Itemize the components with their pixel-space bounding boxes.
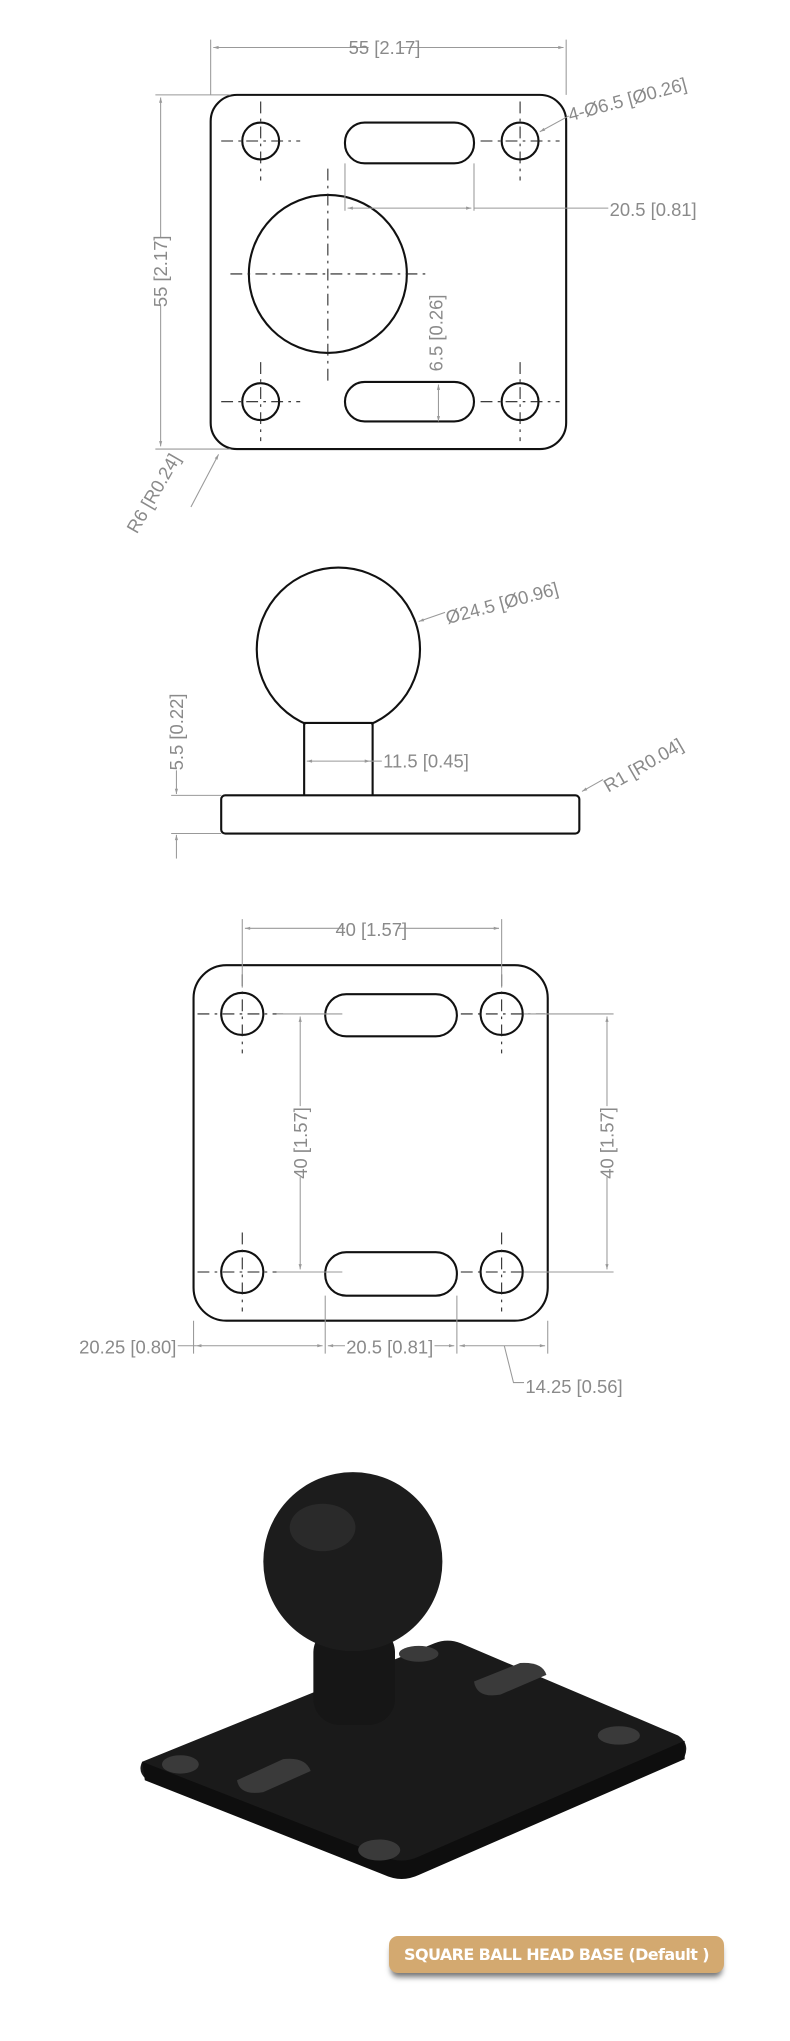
edge-to-slot-dimension: 20.25 [0.80] — [79, 1337, 176, 1358]
center-lines — [221, 101, 560, 442]
dimension-lines — [155, 39, 609, 508]
photo-holes — [161, 1645, 640, 1861]
mount-holes — [220, 991, 524, 1295]
product-photo — [140, 1472, 687, 1879]
hole-spacing-x-dimension: 40 [1.57] — [335, 919, 407, 940]
plate-outline — [192, 964, 549, 1322]
width-dimension: 55 [2.17] — [349, 37, 421, 58]
ball-dimension: Ø24.5 [Ø0.96] — [443, 578, 560, 628]
dimension-lines — [171, 611, 604, 859]
hole-spacing-y-left-dimension: 40 [1.57] — [290, 1107, 311, 1179]
height-dimension: 55 [2.17] — [150, 235, 171, 307]
neck-dimension: 11.5 [0.45] — [383, 751, 469, 772]
slot-bottom — [324, 1251, 458, 1297]
edge-radius-dimension: R1 [R0.04] — [600, 734, 687, 796]
ball — [263, 1472, 443, 1652]
ball-outline — [255, 566, 422, 732]
corner-radius-dimension: R6 [R0.24] — [122, 450, 184, 537]
center-lines — [197, 974, 546, 1312]
hole-spacing-y-right-dimension: 40 [1.57] — [597, 1107, 618, 1179]
neck-outline — [303, 721, 374, 796]
plate-outline — [209, 93, 568, 451]
slot-top — [343, 121, 476, 165]
base-thickness-dimension: 5.5 [0.22] — [166, 694, 187, 771]
slot-top — [324, 993, 458, 1038]
slot-width-dimension: 6.5 [0.26] — [425, 295, 446, 372]
product-variant-badge[interactable]: SQUARE BALL HEAD BASE (Default ) — [389, 1936, 724, 1973]
mount-holes — [241, 121, 540, 422]
slot-length-dimension: 20.5 [0.81] — [610, 199, 697, 220]
side-view: Ø24.5 [Ø0.96] 11.5 [0.45] 5.5 [0.22] R1 … — [166, 566, 687, 859]
slot-bottom — [343, 380, 476, 423]
slot-to-edge-dimension: 14.25 [0.56] — [525, 1376, 622, 1397]
hole-dimension: 4-Ø6.5 [Ø0.26] — [566, 73, 689, 125]
bottom-view: 40 [1.57] 40 [1.57] 40 [1.57] 20.25 [0.8… — [79, 919, 623, 1397]
top-view: 55 [2.17] 55 [2.17] 4-Ø6.5 [Ø0.26] 20.5 … — [122, 37, 696, 537]
slot-length-dimension: 20.5 [0.81] — [346, 1337, 433, 1358]
base-outline — [220, 794, 581, 835]
dimension-lines — [177, 919, 614, 1384]
